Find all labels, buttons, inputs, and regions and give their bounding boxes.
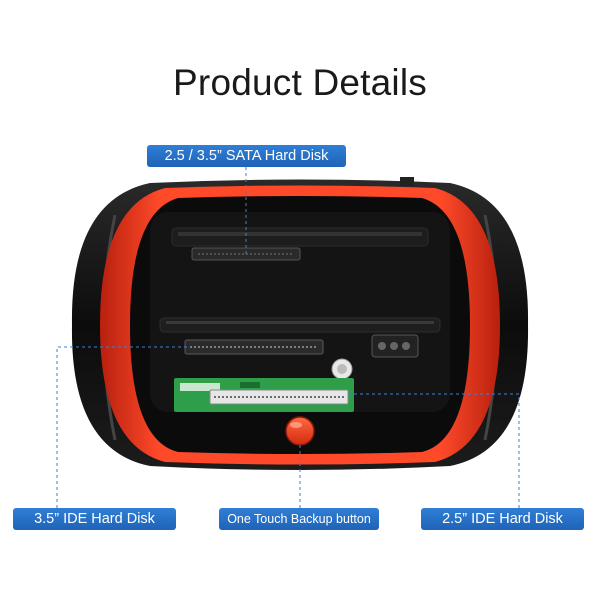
- backup-button: [285, 416, 315, 446]
- label-ide35-hard-disk: 3.5” IDE Hard Disk: [13, 508, 176, 530]
- label-backup-button: One Touch Backup button: [219, 508, 379, 530]
- label-ide25-hard-disk: 2.5” IDE Hard Disk: [421, 508, 584, 530]
- guide-lines: [56, 167, 520, 508]
- page-title: Product Details: [173, 62, 427, 103]
- label-sata-hard-disk: 2.5 / 3.5” SATA Hard Disk: [147, 145, 346, 167]
